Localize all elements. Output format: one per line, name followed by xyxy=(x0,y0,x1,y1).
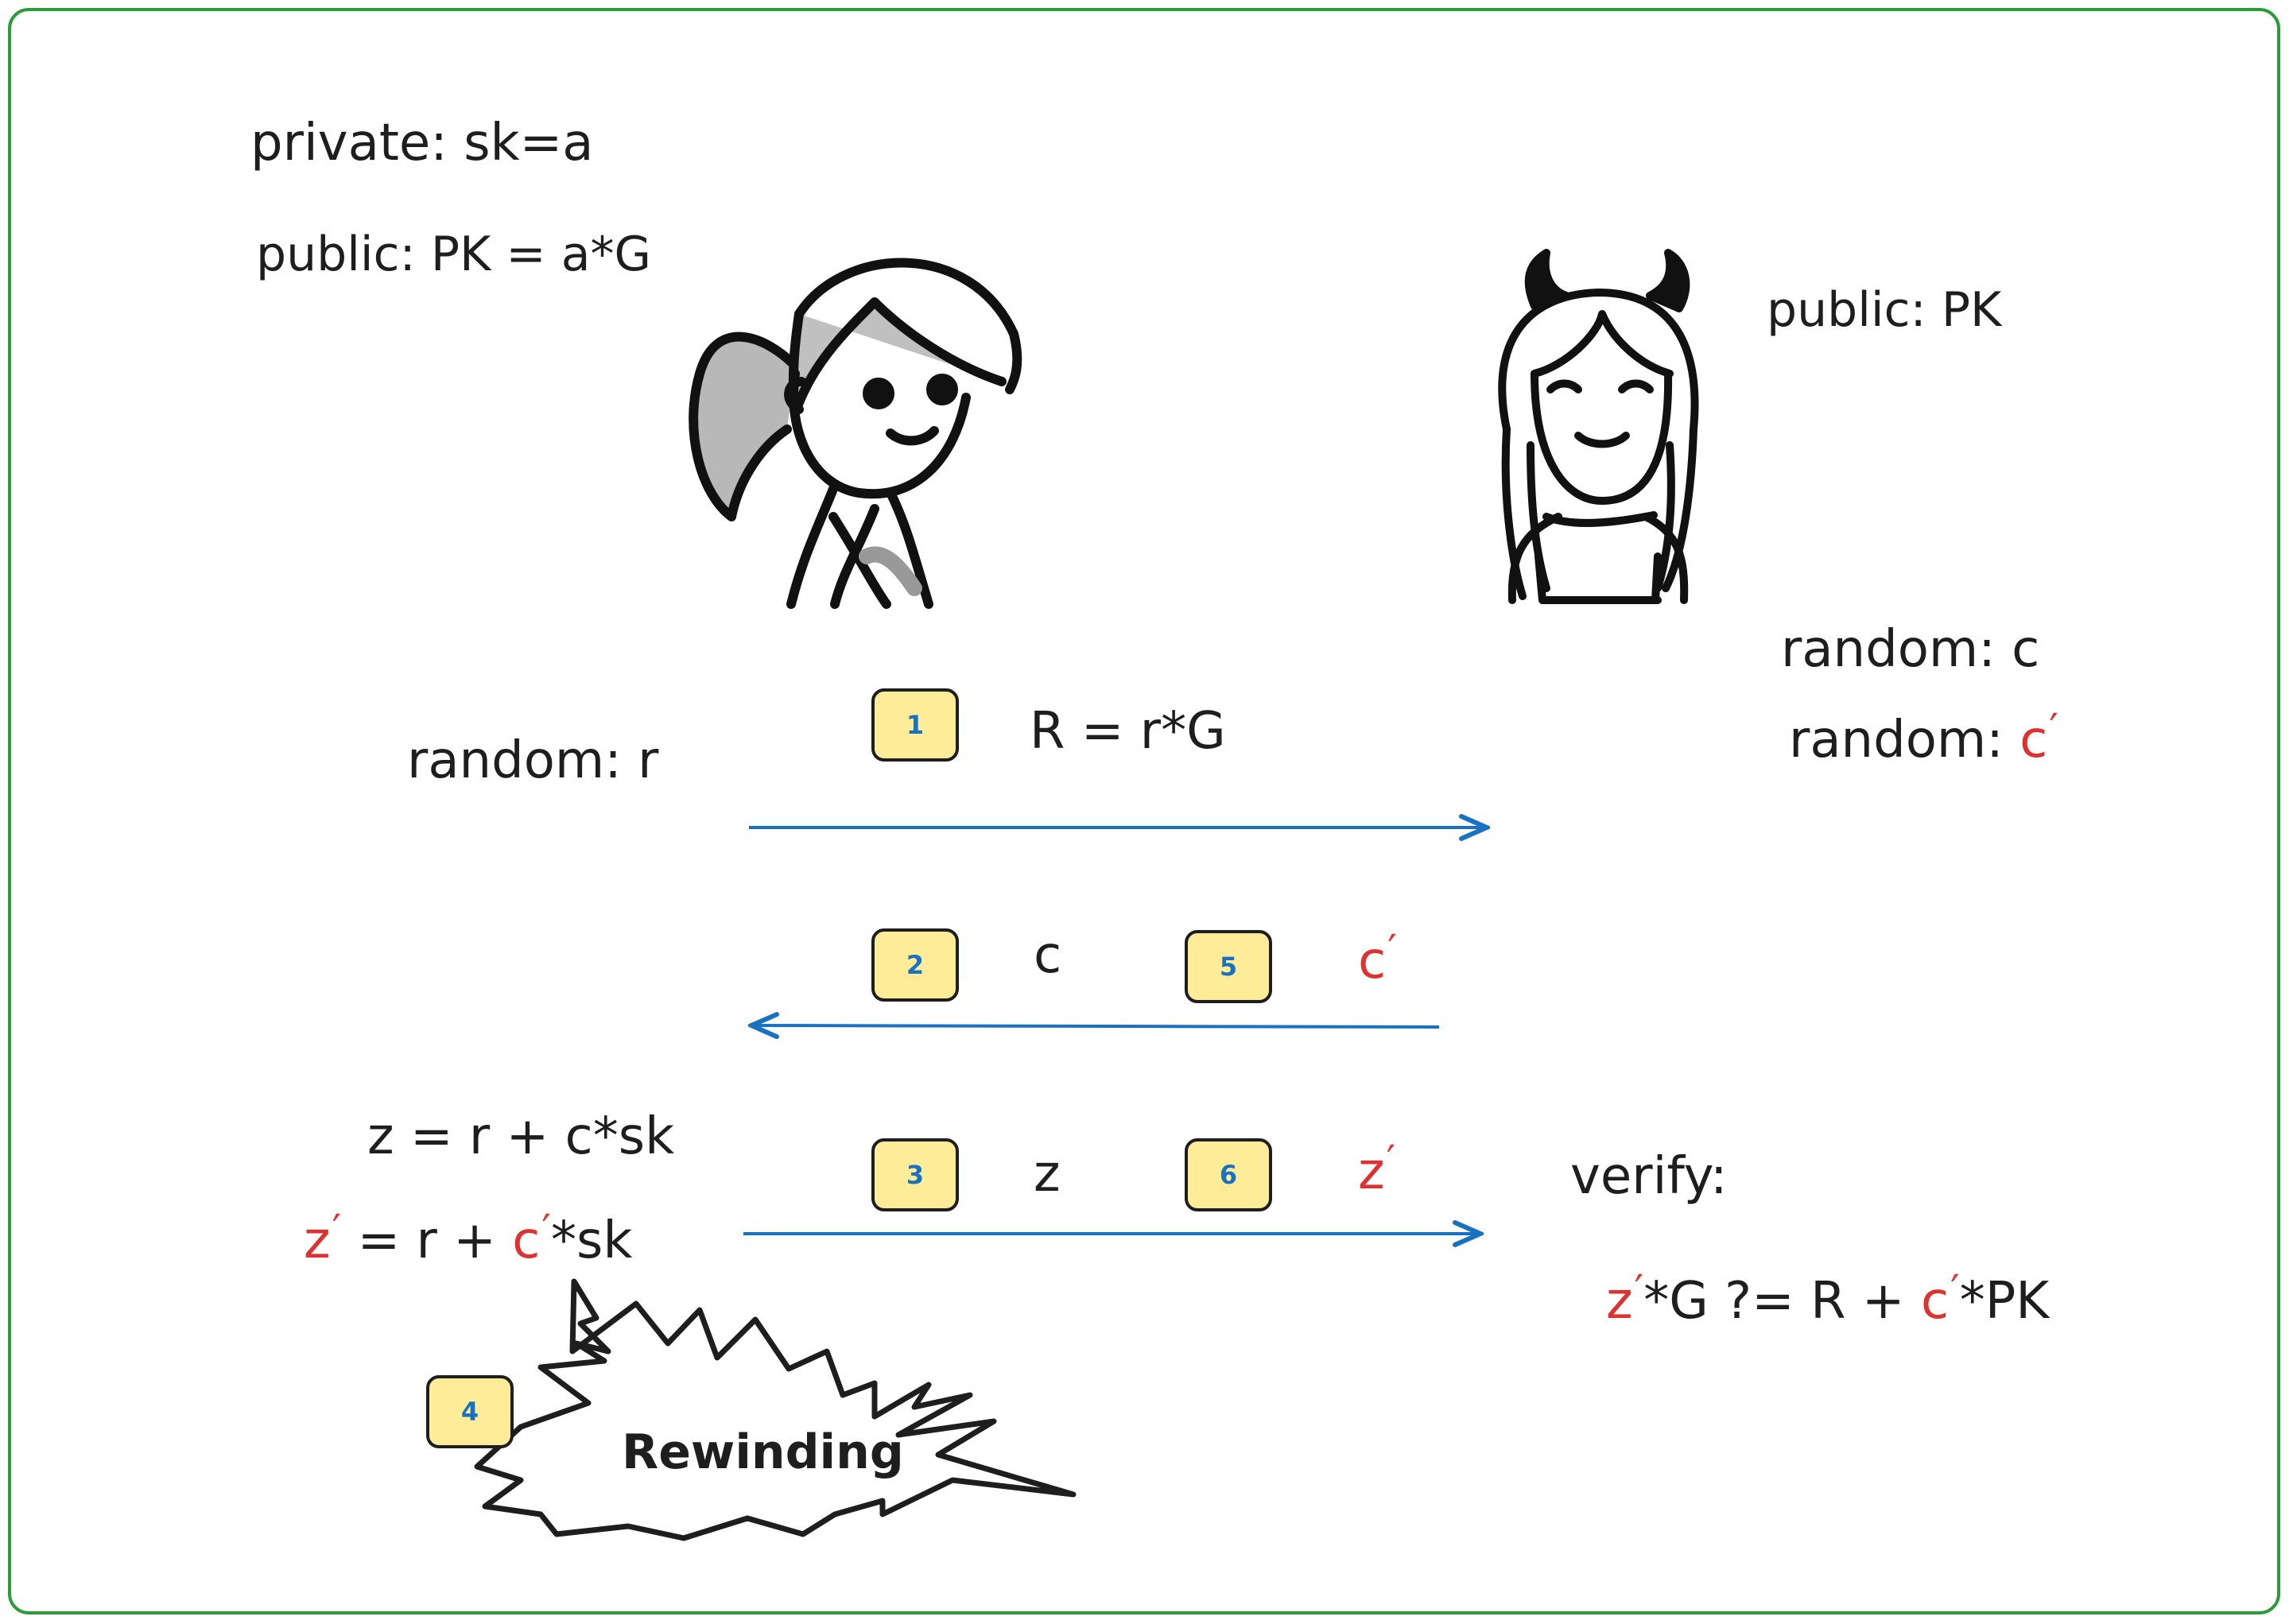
verify-c: c xyxy=(1920,1271,1950,1331)
z-prime-c: c xyxy=(512,1211,541,1270)
verify-z: z xyxy=(1606,1271,1633,1331)
commit-message: R = r*G xyxy=(1030,702,1226,761)
z-prime-letter: z xyxy=(304,1211,331,1270)
random-c-prime-letter: c xyxy=(2019,710,2048,769)
verifier-figure xyxy=(1498,249,1699,604)
verify-mid: *G ?= R + xyxy=(1643,1271,1905,1331)
step-badge-6: 6 xyxy=(1185,1138,1272,1211)
prime-mark: ′ xyxy=(1634,1266,1644,1314)
prime-mark: ′ xyxy=(332,1206,342,1254)
step-badge-2: 2 xyxy=(871,928,959,1002)
verify-equation: z′*G ?= R + c′*PK xyxy=(1606,1269,2049,1327)
response-prime-letter: z xyxy=(1358,1141,1385,1201)
z-prime-tail: *sk xyxy=(550,1211,633,1270)
private-key-label: private: sk=a xyxy=(250,114,594,172)
verify-label: verify: xyxy=(1570,1147,1728,1206)
prime-mark: ′ xyxy=(2049,705,2058,753)
prover-figure xyxy=(689,258,1022,609)
diagram-frame xyxy=(8,8,2280,1614)
prime-mark: ′ xyxy=(1386,1137,1396,1184)
rewinding-label: Rewinding xyxy=(622,1424,904,1480)
verifier-public-label: public: PK xyxy=(1767,282,2002,338)
random-c-prime-text: random: xyxy=(1789,710,2004,769)
prime-mark: ′ xyxy=(1387,926,1397,974)
random-c-label: random: c xyxy=(1781,620,2040,679)
random-c-prime-label: random: c′ xyxy=(1789,708,2058,765)
response-message: z xyxy=(1034,1145,1061,1203)
challenge-message: c xyxy=(1034,926,1062,985)
step-badge-1: 1 xyxy=(871,688,959,762)
public-key-label: public: PK = a*G xyxy=(256,227,652,282)
arrow-challenge xyxy=(751,1025,1440,1027)
response-prime-message: z′ xyxy=(1358,1140,1395,1197)
challenge-prime-message: c′ xyxy=(1358,929,1397,986)
step-badge-5: 5 xyxy=(1185,930,1272,1003)
challenge-prime-letter: c xyxy=(1358,931,1387,990)
z-prime-eq-rest: = r + xyxy=(357,1211,496,1270)
z-prime-equation: z′ = r + c′*sk xyxy=(304,1209,632,1266)
z-equation: z = r + c*sk xyxy=(367,1107,675,1166)
rewinding-burst xyxy=(474,1278,1077,1541)
prime-mark: ′ xyxy=(1950,1266,1960,1314)
random-r-label: random: r xyxy=(407,731,659,790)
step-badge-4: 4 xyxy=(426,1375,514,1448)
verify-tail: *PK xyxy=(1959,1271,2050,1331)
step-badge-3: 3 xyxy=(871,1138,959,1211)
prime-mark: ′ xyxy=(541,1206,551,1254)
